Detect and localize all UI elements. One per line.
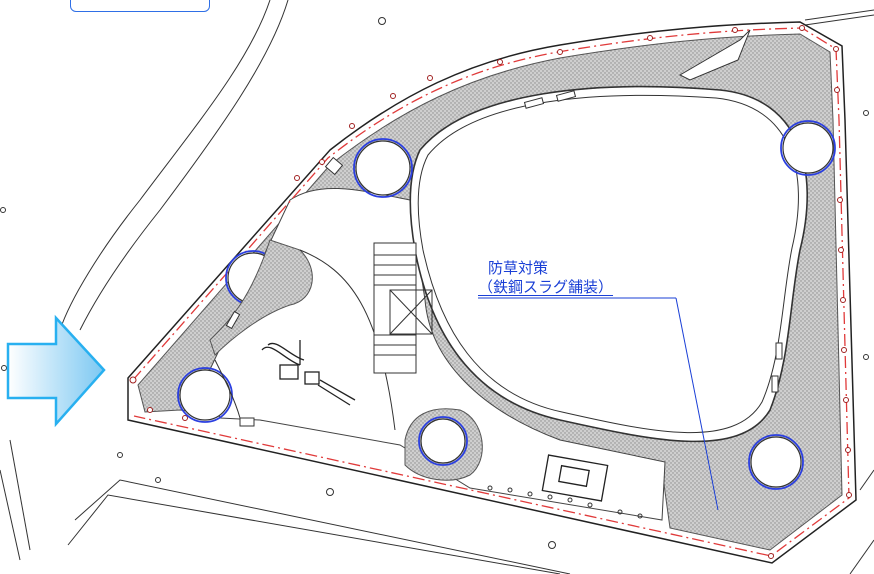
survey-points — [0, 17, 869, 549]
utility-box — [541, 454, 609, 502]
benches — [225, 90, 783, 427]
pavilion-icon — [373, 242, 433, 374]
top-tab-fragment — [70, 0, 210, 12]
inner-plaza — [204, 187, 666, 521]
annotation-title: 防草対策 — [488, 259, 549, 277]
red-dashed-boundary — [132, 27, 850, 557]
arrow-right-icon — [6, 314, 106, 428]
annotation-subtitle: （鉄鋼スラグ舗装） — [478, 278, 614, 296]
boundary-markers — [129, 25, 852, 559]
play-structure-icon — [261, 340, 356, 406]
